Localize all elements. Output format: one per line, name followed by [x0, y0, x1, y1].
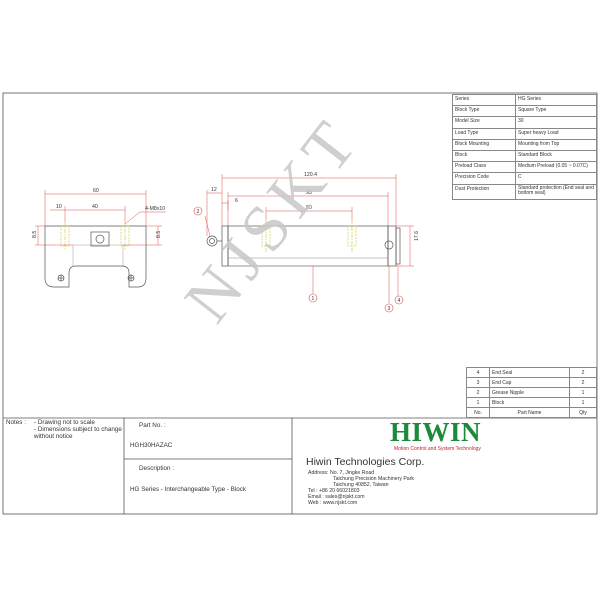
- part-qty: 2: [569, 367, 597, 378]
- address-line-1: No. 7, Jingke Road: [330, 470, 375, 476]
- drawing-frame: [2, 92, 598, 515]
- spec-key: Model Size: [452, 116, 516, 129]
- balloon-1: [308, 293, 318, 303]
- spec-value: Medium Preload (0.05 ~ 0.07C): [515, 161, 597, 174]
- company-tel: Tel : +86 20 66021803: [308, 488, 360, 494]
- front-dim-texts: 60 40 10 4-M8x10 8.5 8.5: [32, 188, 165, 238]
- balloon-1-label: 1: [312, 296, 315, 302]
- balloons: 1 2 3 4: [193, 206, 404, 313]
- address-line-2: Taichung Precision Machinery Park: [333, 476, 415, 482]
- part-no-value: HGH30HAZAC: [130, 442, 173, 449]
- side-view: [206, 225, 401, 267]
- dim-side-body: 93: [306, 190, 312, 196]
- part-name: End Cap: [489, 377, 570, 388]
- company-name: Hiwin Technologies Corp.: [306, 456, 425, 468]
- spec-value: HG Series: [515, 93, 597, 107]
- part-no: 2: [466, 387, 490, 398]
- front-view-hidden-holes: [60, 222, 130, 250]
- notes-label: Notes :: [6, 419, 26, 426]
- notes-line-1: - Drawing not to scale: [34, 419, 95, 426]
- spec-key: Block Type: [452, 105, 516, 118]
- parts-header-name: Part Name: [489, 407, 570, 418]
- notes-line-3: without notice: [34, 433, 73, 440]
- dim-front-left-height: 8.5: [32, 231, 38, 238]
- parts-header-qty: Qty: [569, 407, 597, 418]
- part-qty: 1: [569, 387, 597, 398]
- balloon-4: [394, 295, 404, 305]
- part-name: Block: [489, 397, 570, 408]
- dim-side-bolt-pitch: 80: [306, 205, 312, 211]
- hiwin-logo: HIWIN: [390, 417, 482, 447]
- dim-front-bolt-span: 40: [92, 204, 98, 210]
- side-dim-texts: 120.4 93 80 12 6 17.6: [211, 172, 420, 241]
- dim-side-overall: 120.4: [304, 172, 317, 178]
- balloon-2-label: 2: [197, 209, 200, 215]
- dim-front-edge: 10: [56, 204, 62, 210]
- part-name: End Seal: [489, 367, 570, 378]
- side-view-hidden-holes: [261, 220, 357, 252]
- spec-key: Block: [452, 149, 516, 163]
- description-value: HG Series - Interchangeable Type - Block: [130, 486, 247, 493]
- part-name: Grease Nipple: [489, 387, 570, 398]
- dim-side-nipple: 12: [211, 187, 217, 193]
- part-no: 4: [466, 367, 490, 378]
- address-line-3: Taichung 40852, Taiwan: [333, 482, 389, 488]
- balloon-3: [384, 303, 394, 313]
- spec-key: Precision Code: [452, 172, 516, 185]
- spec-key: Dust Protection: [452, 183, 516, 200]
- company-slogan: Motion Control and System Technology: [394, 446, 481, 452]
- spec-value: C: [515, 172, 597, 185]
- spec-key: Series: [452, 93, 516, 107]
- address-label: Address:: [308, 470, 329, 476]
- spec-value: 30: [515, 116, 597, 129]
- spec-value: Standard protection (End seal and bottom…: [515, 183, 597, 200]
- dim-side-end: 6: [235, 198, 238, 204]
- dim-front-hole: 4-M8x10: [145, 206, 165, 212]
- part-no: 3: [466, 377, 490, 388]
- company-email: Email : sales@njskt.com: [308, 494, 365, 500]
- side-view-dimensions: [204, 174, 414, 304]
- description-label: Description :: [139, 465, 174, 472]
- spec-key: Load Type: [452, 127, 516, 140]
- balloon-4-label: 4: [398, 298, 401, 304]
- part-qty: 1: [569, 397, 597, 408]
- dim-side-height: 17.6: [414, 231, 420, 241]
- dim-front-right-height: 8.5: [156, 231, 162, 238]
- spec-key: Preload Class: [452, 161, 516, 174]
- part-no-label: Part No. :: [139, 422, 166, 429]
- front-view-dimensions: [35, 190, 166, 246]
- front-view: [44, 225, 147, 288]
- dim-front-width: 60: [93, 188, 99, 194]
- part-no: 1: [466, 397, 490, 408]
- spec-value: Square Type: [515, 105, 597, 118]
- spec-value: Mounting from Top: [515, 138, 597, 151]
- company-web: Web : www.njskt.com: [308, 500, 358, 506]
- part-qty: 2: [569, 377, 597, 388]
- parts-header-no: No.: [466, 407, 490, 418]
- spec-value: Super heavy Load: [515, 127, 597, 140]
- balloon-2: [193, 206, 203, 216]
- spec-value: Standard Block: [515, 149, 597, 163]
- balloon-3-label: 3: [388, 306, 391, 312]
- notes-line-2: - Dimensions subject to change: [34, 426, 122, 433]
- spec-key: Block Mounting: [452, 138, 516, 151]
